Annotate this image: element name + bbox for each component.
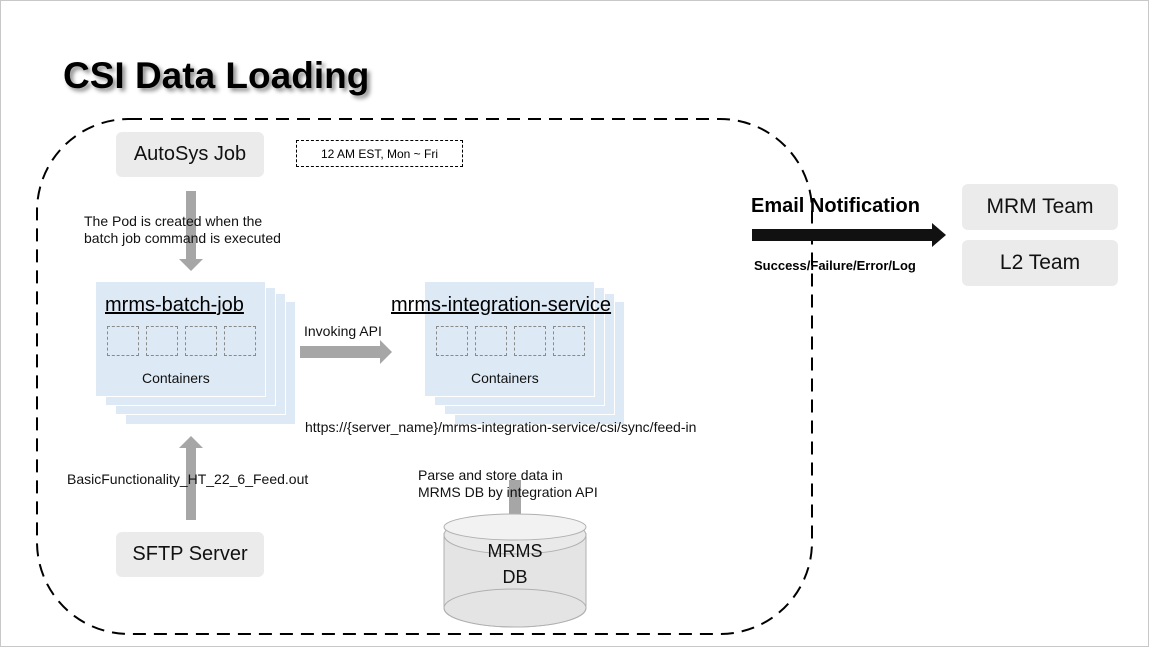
- container-box: [553, 326, 585, 356]
- parse-store-note-line1: Parse and store data in: [418, 467, 563, 483]
- autosys-job-node: AutoSys Job: [116, 132, 264, 177]
- container-box: [146, 326, 178, 356]
- schedule-label: 12 AM EST, Mon ~ Fri: [296, 140, 463, 167]
- feed-file-label: BasicFunctionality_HT_22_6_Feed.out: [67, 471, 309, 487]
- arrow-batch-to-integration: [300, 340, 392, 364]
- mrms-db-cylinder: [443, 513, 587, 628]
- mrms-db-label-line1: MRMS: [487, 541, 543, 561]
- containers-label: Containers: [142, 370, 210, 386]
- arrow-email-notification: [752, 223, 946, 247]
- mrm-team-node: MRM Team: [962, 184, 1118, 230]
- arrow-autosys-to-batch: [179, 191, 203, 271]
- pod-created-note: The Pod is created when the batch job co…: [84, 213, 281, 247]
- integration-service-title: mrms-integration-service: [391, 294, 612, 316]
- batch-job-pod: mrms-batch-job Containers: [95, 281, 266, 397]
- invoking-api-label: Invoking API: [304, 323, 382, 339]
- sftp-server-node: SFTP Server: [116, 532, 264, 577]
- container-box: [224, 326, 256, 356]
- container-box: [185, 326, 217, 356]
- container-box: [514, 326, 546, 356]
- mrms-db-label: MRMS DB: [444, 538, 586, 590]
- container-box: [475, 326, 507, 356]
- l2-team-node: L2 Team: [962, 240, 1118, 286]
- email-notification-label: Email Notification: [751, 195, 920, 217]
- process-boundary: [36, 118, 813, 635]
- page-title: CSI Data Loading: [63, 55, 370, 96]
- container-box: [107, 326, 139, 356]
- notification-types-label: Success/Failure/Error/Log: [754, 258, 916, 273]
- arrow-sftp-to-batch: [179, 436, 203, 520]
- mrms-db-label-line2: DB: [502, 567, 528, 587]
- pod-created-note-line2: batch job command is executed: [84, 230, 281, 246]
- parse-store-note-line2: MRMS DB by integration API: [418, 484, 598, 500]
- batch-job-title: mrms-batch-job: [105, 294, 244, 316]
- containers-label: Containers: [471, 370, 539, 386]
- pod-created-note-line1: The Pod is created when the: [84, 213, 263, 229]
- api-url-label: https://{server_name}/mrms-integration-s…: [305, 419, 697, 435]
- container-box: [436, 326, 468, 356]
- integration-service-pod: mrms-integration-service Containers: [391, 281, 611, 397]
- parse-store-note: Parse and store data in MRMS DB by integ…: [418, 467, 598, 501]
